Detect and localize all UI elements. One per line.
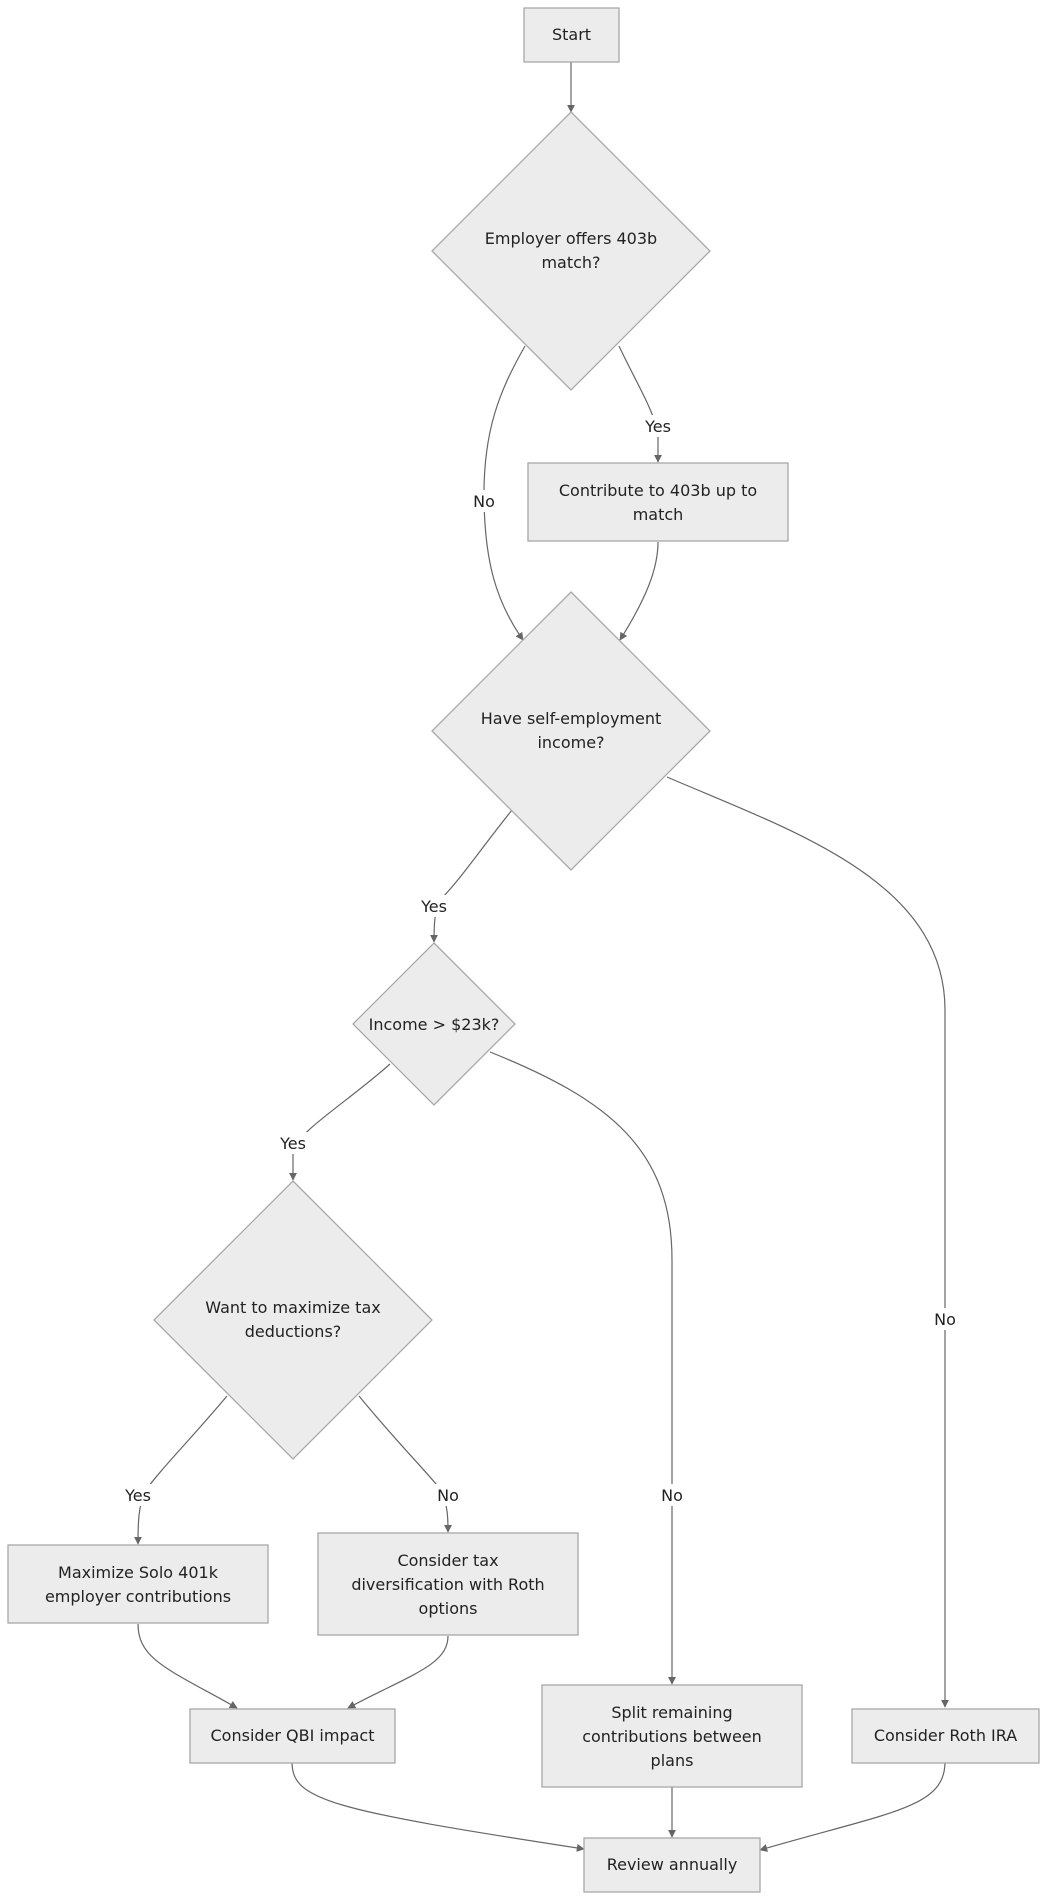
node-contribute-403b: Contribute to 403b up to match	[527, 462, 789, 542]
svg-text:Income > $23k?: Income > $23k?	[369, 1015, 500, 1034]
svg-text:employer contributions: employer contributions	[45, 1587, 231, 1606]
edge-contribute-to-selfemp	[619, 541, 659, 641]
node-solo-401k: Maximize Solo 401k employer contribution…	[7, 1544, 269, 1624]
edge-selfemp-to-income-yes	[430, 809, 513, 943]
svg-text:No: No	[473, 492, 495, 511]
node-start: Start	[523, 7, 620, 63]
svg-text:Yes: Yes	[124, 1486, 151, 1505]
svg-text:Contribute to 403b up to: Contribute to 403b up to	[559, 481, 757, 500]
svg-text:Consider tax: Consider tax	[397, 1551, 498, 1570]
svg-text:deductions?: deductions?	[245, 1322, 342, 1341]
node-employer-match-decision: Employer offers 403b match?	[431, 111, 711, 391]
edge-label-no-income: No	[658, 1484, 686, 1506]
edge-label-no-selfemp: No	[931, 1308, 959, 1330]
svg-text:Employer offers 403b: Employer offers 403b	[485, 229, 657, 248]
svg-text:Start: Start	[552, 25, 591, 44]
edge-label-yes-income: Yes	[277, 1132, 309, 1154]
edge-label-yes-selfemp: Yes	[418, 895, 450, 917]
svg-text:match: match	[633, 505, 684, 524]
svg-text:Split remaining: Split remaining	[611, 1703, 732, 1722]
edge-label-yes-deduct: Yes	[122, 1484, 154, 1506]
node-roth-diversification: Consider tax diversification with Roth o…	[317, 1532, 579, 1636]
svg-text:income?: income?	[537, 733, 604, 752]
edge-label-no-match: No	[470, 490, 498, 512]
svg-text:match?: match?	[541, 253, 600, 272]
node-roth-ira: Consider Roth IRA	[851, 1708, 1040, 1764]
node-income-decision: Income > $23k?	[352, 942, 516, 1106]
svg-text:diversification with Roth: diversification with Roth	[351, 1575, 544, 1594]
svg-text:Have self-employment: Have self-employment	[481, 709, 662, 728]
svg-text:No: No	[437, 1486, 459, 1505]
node-qbi-impact: Consider QBI impact	[189, 1708, 396, 1764]
edge-label-no-deduct: No	[434, 1484, 462, 1506]
node-review-annually: Review annually	[583, 1837, 761, 1893]
svg-text:Consider Roth IRA: Consider Roth IRA	[874, 1726, 1017, 1745]
svg-text:No: No	[934, 1310, 956, 1329]
node-split-contributions: Split remaining contributions between pl…	[541, 1684, 803, 1788]
node-self-employment-decision: Have self-employment income?	[431, 591, 711, 871]
edge-income-to-split-no	[489, 1051, 676, 1685]
svg-text:Want to maximize tax: Want to maximize tax	[205, 1298, 380, 1317]
edge-qbi-to-review	[291, 1761, 585, 1852]
edge-selfemp-to-rothira-no	[666, 776, 949, 1708]
edge-rothdiv-to-qbi	[347, 1635, 449, 1709]
node-maximize-deductions-decision: Want to maximize tax deductions?	[153, 1180, 433, 1460]
edge-rothira-to-review	[759, 1761, 946, 1852]
edge-solo401k-to-qbi	[137, 1623, 238, 1709]
edge-match-to-contribute-yes	[618, 345, 662, 463]
edge-deduct-to-rothdiv-no	[358, 1395, 452, 1533]
svg-text:Maximize Solo 401k: Maximize Solo 401k	[58, 1563, 219, 1582]
edge-deduct-to-solo401k-yes	[134, 1395, 228, 1545]
svg-text:options: options	[419, 1599, 478, 1618]
svg-text:plans: plans	[651, 1751, 694, 1770]
svg-text:Yes: Yes	[644, 417, 671, 436]
edge-label-yes-match: Yes	[642, 415, 674, 437]
svg-text:Yes: Yes	[420, 897, 447, 916]
svg-text:Review annually: Review annually	[607, 1855, 738, 1874]
edge-income-to-deduct-yes	[289, 1063, 391, 1181]
svg-text:Yes: Yes	[279, 1134, 306, 1153]
svg-text:No: No	[661, 1486, 683, 1505]
svg-text:contributions between: contributions between	[582, 1727, 762, 1746]
svg-text:Consider QBI impact: Consider QBI impact	[211, 1726, 375, 1745]
